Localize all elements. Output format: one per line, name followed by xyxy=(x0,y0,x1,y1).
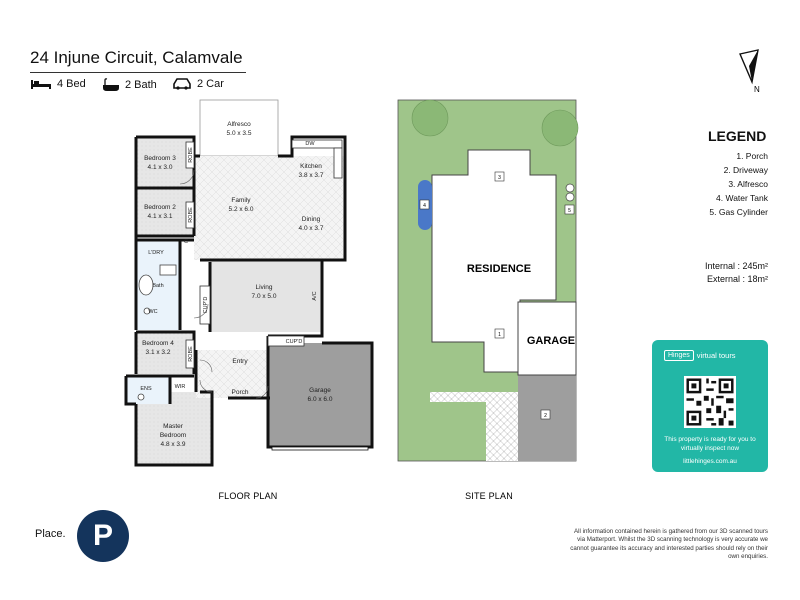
virtual-tour-badge: virtual tours xyxy=(696,351,736,360)
baths-label: 2 Bath xyxy=(125,79,157,91)
baths-stat: 2 Bath xyxy=(102,78,157,92)
agency-name: Place. xyxy=(35,528,66,540)
garage-size: 6.0 x 6.0 xyxy=(308,396,333,403)
virtual-tour-card[interactable]: Hinges virtual tours This property is re… xyxy=(652,340,768,472)
alfresco-area xyxy=(199,99,279,157)
car-icon xyxy=(173,78,191,90)
floor-plan: Alfresco 5.0 x 3.5 Bedroom 3 4.1 x 3.0 B… xyxy=(124,99,374,467)
living-name: Living xyxy=(256,284,273,291)
bed-icon xyxy=(31,80,51,89)
cupboard-living-label: CUP'D xyxy=(203,297,209,314)
living-size: 7.0 x 5.0 xyxy=(252,293,277,300)
cupboard-c-label: C xyxy=(184,239,188,245)
robe-label-1: ROBE xyxy=(188,147,194,163)
robe-label-2: ROBE xyxy=(188,207,194,223)
laundry-label: L'DRY xyxy=(148,250,164,256)
family-name: Family xyxy=(231,197,251,204)
kitchen-size: 3.8 x 3.7 xyxy=(299,172,324,179)
ac-label: A/C xyxy=(312,291,318,300)
virtual-tour-brand: Hinges xyxy=(664,350,694,361)
site-plan-caption: SITE PLAN xyxy=(465,491,513,501)
north-arrow-icon: N xyxy=(739,49,760,94)
external-area-label: External xyxy=(706,274,740,284)
legend-item-alfresco: 3. Alfresco xyxy=(728,179,768,189)
external-area-value: : 18m² xyxy=(742,274,768,284)
front-path xyxy=(486,392,518,461)
ensuite-floor xyxy=(126,376,170,404)
title-rule xyxy=(30,72,246,73)
dishwasher-label: DW xyxy=(305,141,315,147)
north-arrow: N xyxy=(736,48,766,99)
bedroom3-name: Bedroom 3 xyxy=(144,155,176,162)
external-area: External : 18m² xyxy=(707,274,768,284)
marker-4: 4 xyxy=(423,203,426,209)
floor-plan-caption: FLOOR PLAN xyxy=(218,491,277,501)
residence-outline xyxy=(431,149,557,373)
bedroom4-size: 3.1 x 3.2 xyxy=(146,349,171,356)
garage-name: Garage xyxy=(309,387,331,394)
disclaimer: All information contained herein is gath… xyxy=(570,528,768,561)
family-size: 5.2 x 6.0 xyxy=(229,206,254,213)
bedroom2-size: 4.1 x 3.1 xyxy=(148,213,173,220)
dining-size: 4.0 x 3.7 xyxy=(299,225,324,232)
wc-label: WC xyxy=(148,309,157,315)
site-plan: RESIDENCE GARAGE 1 2 3 4 5 xyxy=(397,99,579,462)
residence-label: RESIDENCE xyxy=(467,263,531,275)
wir-label: WIR xyxy=(175,384,186,390)
virtual-tour-logo: Hinges virtual tours xyxy=(664,350,736,361)
bath-icon xyxy=(103,78,119,91)
bath-label: Bath xyxy=(152,283,163,289)
ensuite-label: ENS xyxy=(140,386,152,392)
kitchen-name: Kitchen xyxy=(300,163,322,170)
garage-outline xyxy=(517,301,577,376)
property-title: 24 Injune Circuit, Calamvale xyxy=(30,48,243,67)
master-name2: Bedroom xyxy=(160,432,186,439)
alfresco-size: 5.0 x 3.5 xyxy=(227,130,252,137)
legend-title: LEGEND xyxy=(708,128,767,144)
entry-label: Entry xyxy=(232,358,248,365)
alfresco-name: Alfresco xyxy=(227,121,251,128)
agency-logo-letter: P xyxy=(92,519,113,552)
garage-door xyxy=(271,446,369,451)
internal-area-value: : 245m² xyxy=(737,261,768,271)
bedroom3-size: 4.1 x 3.0 xyxy=(148,164,173,171)
bedroom4-name: Bedroom 4 xyxy=(142,340,174,347)
cars-label: 2 Car xyxy=(197,78,224,90)
virtual-tour-url[interactable]: littlehinges.com.au xyxy=(683,458,737,465)
internal-area-label: Internal xyxy=(704,261,735,271)
garage-floor xyxy=(268,343,372,447)
bedroom2-floor xyxy=(136,188,194,236)
living-floor xyxy=(210,260,322,332)
marker-5: 5 xyxy=(568,208,571,214)
dining-name: Dining xyxy=(302,216,321,223)
entry-floor xyxy=(196,350,270,398)
legend-item-porch: 1. Porch xyxy=(736,151,768,161)
marker-3: 3 xyxy=(498,175,501,181)
legend-item-gas-cylinder: 5. Gas Cylinder xyxy=(709,207,768,217)
family-dining-floor xyxy=(194,156,344,260)
porch-label: Porch xyxy=(232,389,249,396)
site-garage-label: GARAGE xyxy=(527,335,575,347)
qr-code-icon[interactable] xyxy=(684,376,736,428)
bedroom4-floor xyxy=(136,332,194,374)
north-label: N xyxy=(754,85,760,94)
virtual-tour-text: This property is ready for you to virtua… xyxy=(664,436,756,452)
bedroom3-floor xyxy=(136,137,194,188)
master-name: Master xyxy=(163,423,184,430)
marker-2: 2 xyxy=(544,413,547,419)
marker-1: 1 xyxy=(498,332,501,338)
internal-area: Internal : 245m² xyxy=(705,261,768,271)
agency-logo-icon: P xyxy=(77,510,129,562)
cupboard-garage-label: CUP'D xyxy=(286,339,303,345)
cars-stat: 2 Car xyxy=(172,78,224,90)
legend-item-driveway: 2. Driveway xyxy=(723,165,768,175)
legend-item-water-tank: 4. Water Tank xyxy=(716,193,768,203)
robe-label-3: ROBE xyxy=(188,346,194,362)
beds-label: 4 Bed xyxy=(57,78,86,90)
master-size: 4.8 x 3.9 xyxy=(161,441,186,448)
beds-stat: 4 Bed xyxy=(30,78,86,90)
bedroom2-name: Bedroom 2 xyxy=(144,204,176,211)
